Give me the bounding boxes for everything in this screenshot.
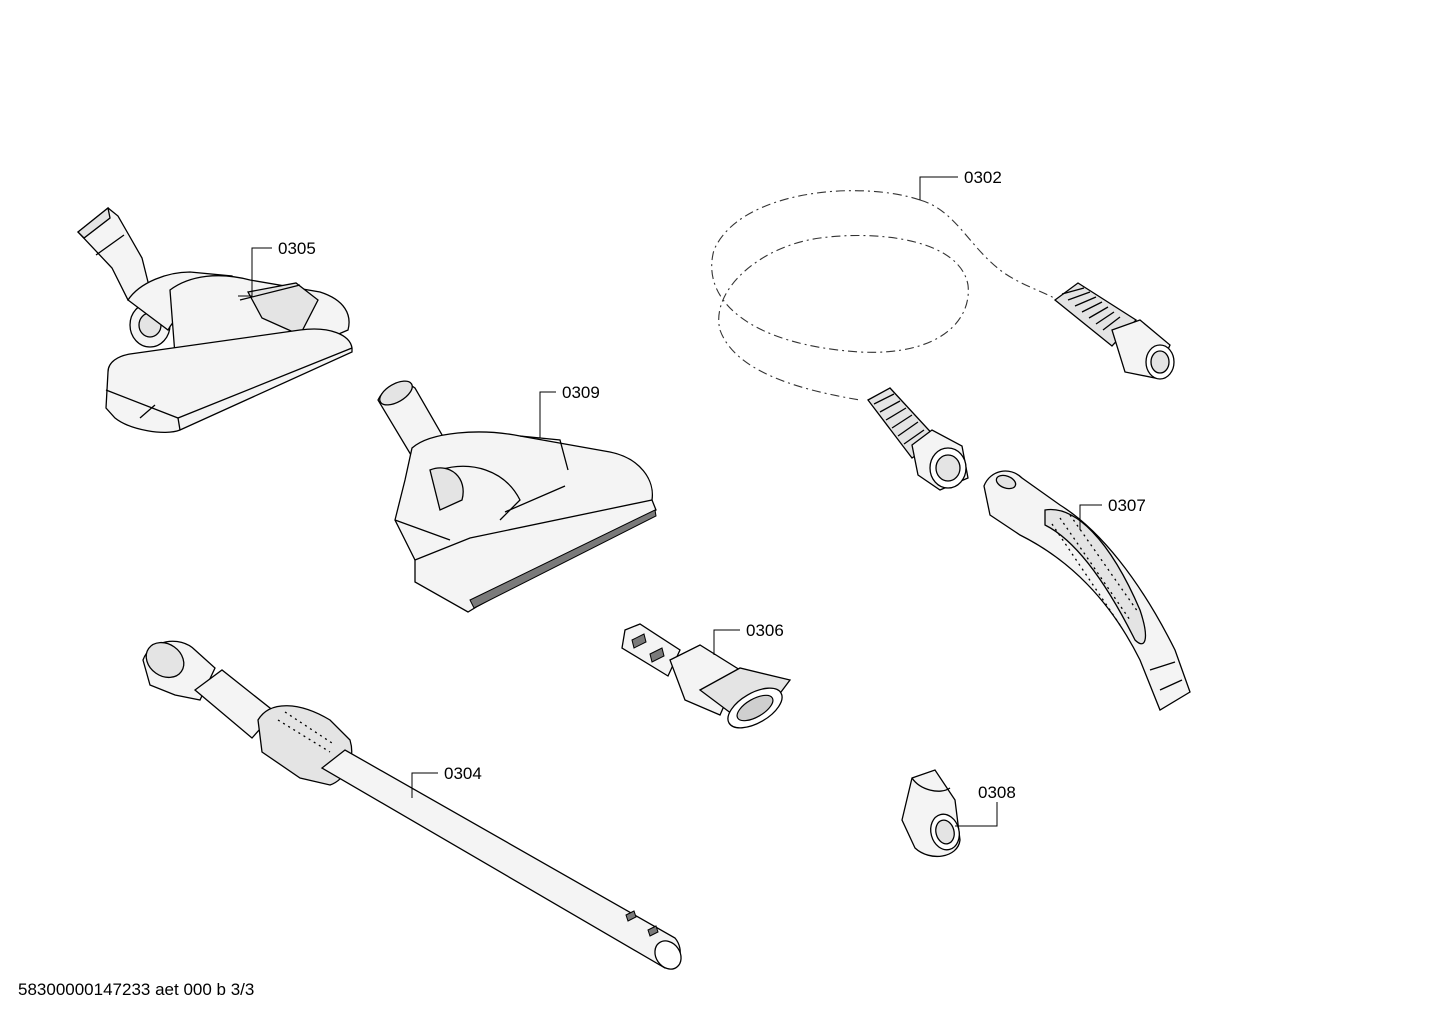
- part-0307-hose-handle[interactable]: [983, 470, 1191, 711]
- part-0302-hose[interactable]: [711, 176, 1175, 491]
- label-0309: 0309: [562, 383, 600, 402]
- hose-corrugation-upper: [1061, 287, 1121, 331]
- label-0305: 0305: [278, 239, 316, 258]
- document-code: 58300000147233 aet 000 b 3/3: [18, 980, 255, 999]
- label-0302: 0302: [964, 168, 1002, 187]
- label-0306: 0306: [746, 621, 784, 640]
- label-0304: 0304: [444, 764, 482, 783]
- part-0306-crevice-tool[interactable]: [621, 623, 792, 736]
- part-0304-telescopic-tube[interactable]: [139, 635, 686, 974]
- label-0308: 0308: [978, 783, 1016, 802]
- part-0309-turbo-brush[interactable]: [376, 376, 657, 613]
- label-0307: 0307: [1108, 496, 1146, 515]
- handle-grip-dots: [1051, 514, 1139, 629]
- part-0305-floor-nozzle[interactable]: [77, 206, 353, 433]
- part-0308-tool-clip[interactable]: [901, 769, 998, 858]
- hose-corrugation-lower: [873, 393, 925, 445]
